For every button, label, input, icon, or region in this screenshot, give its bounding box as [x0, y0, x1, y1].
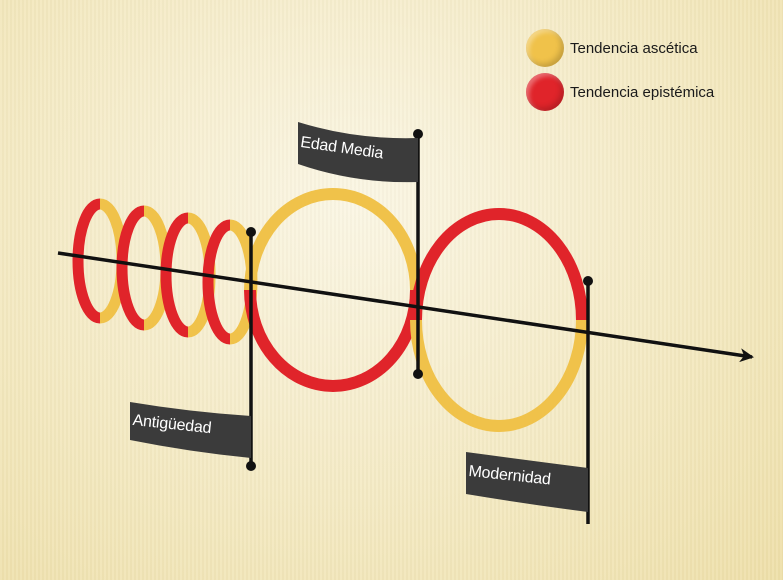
big-ring-medieval	[250, 194, 416, 386]
legend-label-epistemic: Tendencia epistémica	[570, 84, 714, 101]
ring-epistemic-arc	[122, 211, 144, 325]
legend-swatch-ascetic	[526, 29, 564, 67]
small-rings	[78, 204, 252, 339]
legend-label-ascetic: Tendencia ascética	[570, 40, 698, 57]
ring-epistemic-arc	[166, 218, 188, 332]
ring-epistemic-arc	[208, 225, 230, 339]
ring-epistemic-arc	[416, 214, 582, 320]
flag-modernidad: Modernidad	[466, 276, 593, 524]
legend-item-epistemic: Tendencia epistémica	[526, 70, 783, 114]
flag-antiguedad: Antigüedad	[130, 227, 256, 471]
ring-epistemic-arc	[78, 204, 100, 318]
legend: Tendencia ascética Tendencia epistémica	[526, 26, 783, 114]
ring-ascetic-arc	[416, 320, 582, 426]
ring-ascetic-arc	[250, 194, 416, 290]
legend-item-ascetic: Tendencia ascética	[526, 26, 783, 70]
legend-swatch-epistemic	[526, 73, 564, 111]
